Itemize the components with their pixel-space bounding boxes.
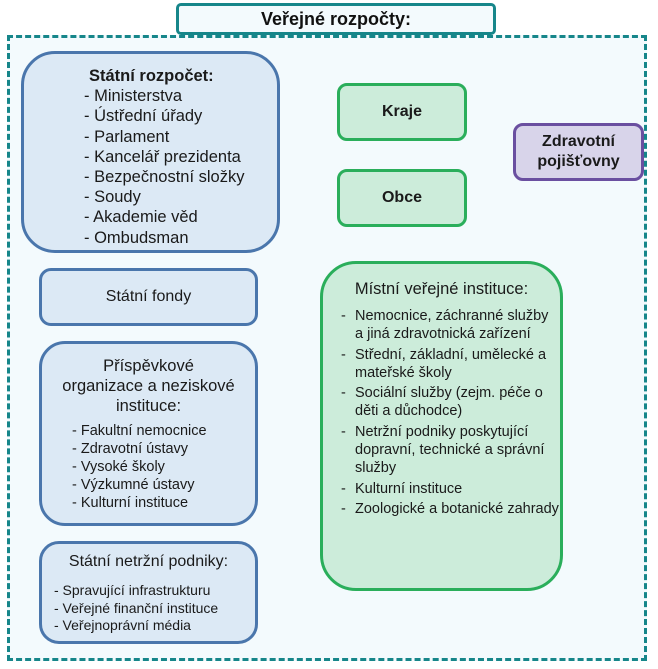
local-institution-item: -Kulturní instituce	[341, 480, 560, 498]
bullet-dash: -	[341, 500, 346, 517]
contributory-item: - Zdravotní ústavy	[72, 441, 189, 457]
contributory-organizations-box: Příspěvkové organizace a neziskové insti…	[39, 341, 258, 526]
nonmarket-item: - Spravující infrastrukturu	[54, 582, 211, 598]
state-budget-item: - Soudy	[84, 188, 141, 207]
nonmarket-item: - Veřejné finanční instituce	[54, 599, 219, 616]
contributory-item: - Výzkumné ústavy	[72, 477, 195, 493]
state-nonmarket-enterprises-box: Státní netržní podniky: - Spravující inf…	[39, 541, 258, 644]
state-budget-item: - Ústřední úřady	[84, 107, 203, 126]
state-budget-item: - Ministerstva	[84, 87, 183, 106]
nonmarket-item: - Veřejnoprávní média	[54, 617, 191, 633]
local-institution-text: Zoologické a botanické zahrady	[355, 500, 559, 517]
state-budget-item: - Bezpečnostní složky	[84, 168, 245, 187]
health-insurers-box: Zdravotní pojišťovny	[513, 123, 644, 181]
local-institution-item: -Nemocnice, záchranné služby a jiná zdra…	[341, 307, 560, 344]
contributory-item: - Vysoké školy	[72, 459, 165, 475]
state-budget-item: - Ombudsman	[84, 228, 189, 247]
contributory-organizations-heading: Příspěvkové organizace a neziskové insti…	[62, 357, 235, 415]
state-budget-heading: Státní rozpočet:	[89, 67, 214, 85]
bullet-dash: -	[341, 385, 346, 402]
municipalities-label: Obce	[381, 189, 422, 206]
local-institution-item: -Sociální služby (zejm. péče o děti a dů…	[341, 384, 560, 421]
state-funds-box: Státní fondy	[39, 268, 258, 326]
regions-box: Kraje	[337, 83, 467, 141]
local-institution-item: -Střední, základní, umělecké a mateřské …	[341, 346, 560, 383]
bullet-dash: -	[341, 308, 346, 324]
local-institution-item: -Zoologické a botanické zahrady	[341, 500, 560, 518]
local-institution-item: -Netržní podniky poskytující dopravní, t…	[341, 423, 560, 478]
bullet-dash: -	[341, 480, 346, 497]
bullet-dash: -	[341, 346, 346, 363]
contributory-item: - Kulturní instituce	[72, 495, 189, 511]
local-institution-text: Kulturní instituce	[355, 480, 463, 497]
local-institution-text: Sociální služby (zejm. péče o děti a důc…	[355, 385, 543, 420]
local-institutions-heading: Místní veřejné instituce:	[354, 280, 529, 298]
regions-label: Kraje	[381, 103, 423, 120]
local-institution-text: Nemocnice, záchranné služby a jiná zdrav…	[355, 308, 549, 343]
state-budget-item: - Kancelář prezidenta	[84, 147, 241, 166]
bullet-dash: -	[341, 423, 346, 440]
state-budget-item: - Akademie věd	[84, 208, 198, 227]
health-insurers-label: Zdravotní pojišťovny	[537, 133, 620, 170]
diagram-title: Veřejné rozpočty:	[176, 3, 496, 35]
municipalities-box: Obce	[337, 169, 467, 227]
contributory-item: - Fakultní nemocnice	[72, 423, 207, 439]
state-funds-label: Státní fondy	[105, 288, 192, 305]
state-nonmarket-heading: Státní netržní podniky:	[68, 553, 229, 570]
local-public-institutions-box: Místní veřejné instituce: -Nemocnice, zá…	[320, 261, 563, 591]
state-budget-box: Státní rozpočet: - Ministerstva - Ústřed…	[21, 51, 280, 253]
local-institution-text: Střední, základní, umělecké a mateřské š…	[355, 346, 547, 381]
state-budget-item: - Parlament	[84, 127, 170, 146]
local-institution-text: Netržní podniky poskytující dopravní, te…	[355, 423, 545, 477]
